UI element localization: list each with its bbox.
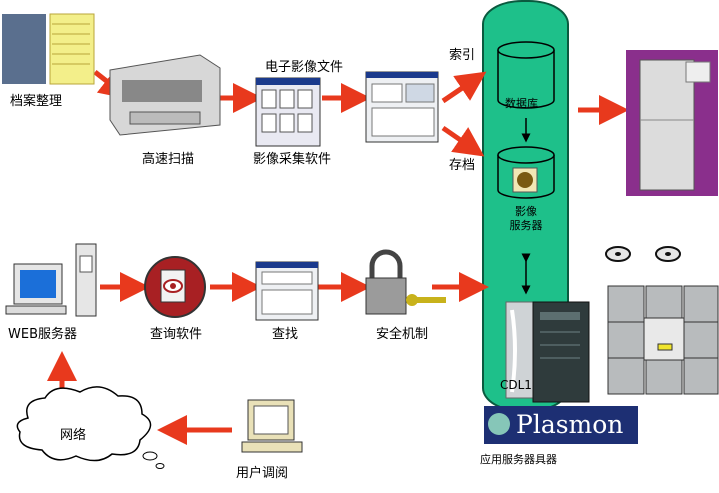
label-image-server-line1: 影像 [515, 205, 537, 218]
security-lock-icon [365, 249, 446, 315]
label-security: 安全机制 [376, 327, 429, 342]
plasmon-logo: Plasmon [484, 406, 638, 444]
label-capture-software: 影像采集软件 [252, 152, 331, 167]
user-computer-icon [241, 399, 303, 453]
label-user-access: 用户调阅 [236, 466, 289, 481]
label-archive: 档案整理 [10, 94, 63, 109]
filing-cabinets-icon [607, 285, 719, 395]
server-cabinet-icon [626, 50, 718, 196]
capture-software-icon [255, 77, 321, 147]
cdl-library-icon [505, 301, 590, 403]
electronic-image-file-icon [365, 71, 439, 143]
scanner-icon [109, 54, 221, 136]
plasmon-mark-icon [488, 413, 510, 435]
archive-papers-icon [2, 13, 95, 85]
optical-disc-icons [605, 246, 681, 262]
arrow-file-to-store [441, 125, 485, 157]
label-index: 索引 [449, 48, 476, 63]
label-high-speed-scan: 高速扫描 [142, 152, 195, 167]
label-application-server: 应用服务器具器 [480, 453, 557, 466]
web-server-computer-icon [5, 243, 97, 317]
search-screen-icon [255, 261, 319, 321]
label-query-software: 查询软件 [150, 327, 203, 342]
label-web-server: WEB服务器 [8, 327, 77, 342]
database-cylinder-icon [497, 41, 555, 109]
query-software-icon [144, 256, 206, 318]
label-search: 查找 [272, 327, 299, 342]
image-server-cylinder-icon [497, 146, 555, 199]
label-database: 数据库 [505, 97, 538, 110]
arrow-file-to-index [441, 71, 487, 104]
plasmon-brand-text: Plasmon [516, 410, 624, 439]
label-electronic-image-file: 电子影像文件 [265, 60, 344, 75]
label-archive-store: 存档 [449, 158, 476, 173]
label-cdl: CDL1 [500, 378, 532, 392]
label-image-server-line2: 服务器 [509, 219, 543, 232]
label-network: 网络 [60, 428, 87, 443]
network-cloud-icon [16, 386, 165, 469]
